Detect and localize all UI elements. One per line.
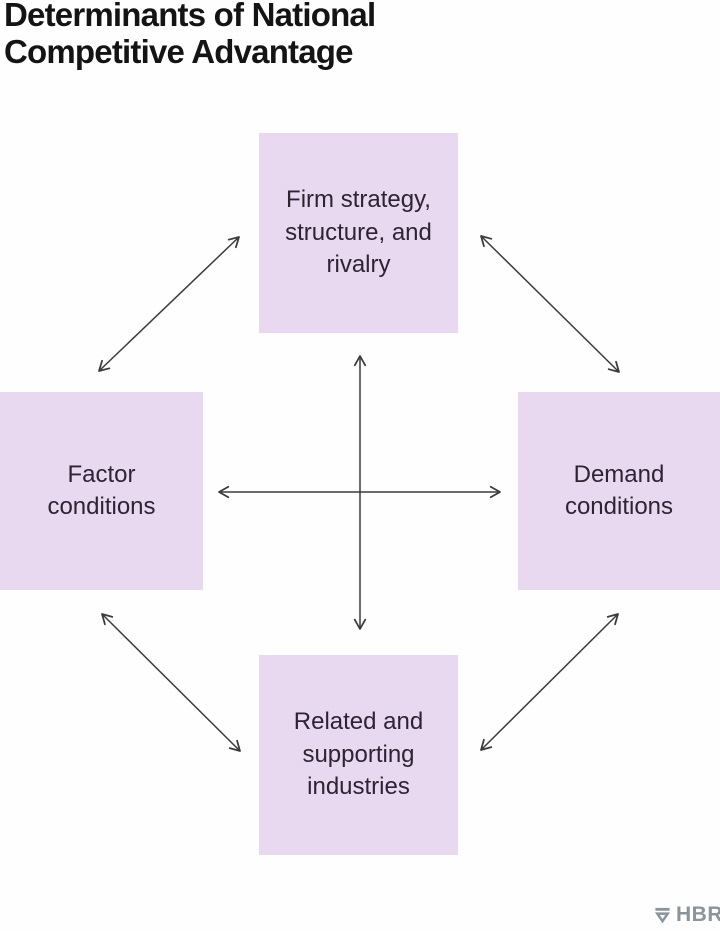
page-title: Determinants of National Competitive Adv… [4,0,376,71]
node-factor-conditions: Factor conditions [0,392,203,590]
node-label: Related and supporting industries [293,708,424,801]
node-label: Demand conditions [564,460,674,520]
node-demand-conditions: Demand conditions [518,392,720,590]
node-related-industries: Related and supporting industries [259,655,458,855]
hbr-logo-text: HBR [676,903,720,926]
node-label: Factor conditions [47,460,156,520]
node-firm-strategy: Firm strategy, structure, and rivalry [259,133,458,333]
double-arrow-top-left [98,236,240,372]
hbr-logo: HBR [653,903,720,927]
hbr-shield-icon [654,907,671,923]
double-arrow-top-right [480,235,620,373]
double-arrow-bottom-right [480,613,619,751]
node-label: Firm strategy, structure, and rivalry [285,186,432,279]
double-arrow-bottom-left [101,613,241,752]
